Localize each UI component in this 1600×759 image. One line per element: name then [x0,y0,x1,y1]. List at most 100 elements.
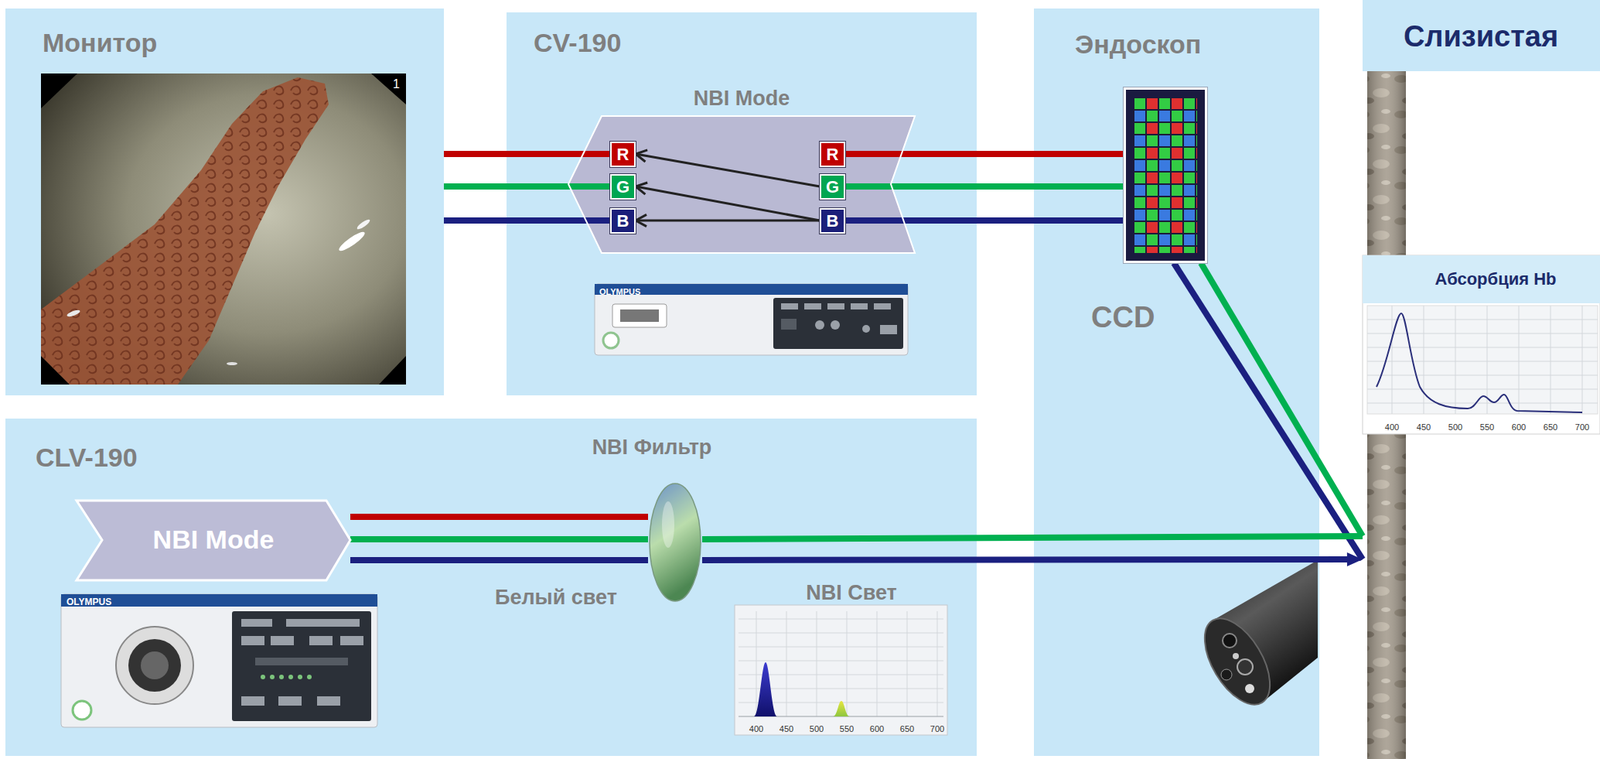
connector [635,214,820,226]
axis-tick: 400 [749,723,764,734]
text-holder: Слизистая [1403,20,1559,55]
connector-line [635,186,820,221]
connector [635,150,820,187]
connector-line [635,153,820,187]
connector-line [635,219,820,222]
monitor-panel: Монитор [5,8,444,396]
text-holder: NBI Свет [805,580,898,605]
mucosa-strip [1367,71,1406,256]
text-holder: 400 [749,720,764,735]
text-holder: 550 [1480,419,1495,434]
axis-tick: 600 [869,723,884,734]
channel-box: G [610,173,636,200]
mucosa-panel: СлизистаяАбсорбция Hb [1362,0,1600,759]
text-holder: CLV-190 [35,442,138,473]
connector-line [350,513,649,520]
text-holder: 650 [1543,419,1558,434]
node-text: NBI Свет [805,580,898,605]
connector-line [702,535,1363,540]
connector [702,535,1363,540]
connector [350,539,649,540]
text-holder: 700 [930,720,945,735]
connector-line [443,150,611,157]
text-holder: G [611,175,635,198]
text-holder: B [821,209,844,232]
block-outline-shape [568,115,915,253]
node-text: NBI Mode [693,86,791,111]
text-holder: NBI Фильтр [592,435,713,460]
text-holder: B [611,209,635,232]
lens-shape [648,481,703,603]
axis-tick: 650 [900,723,915,734]
text-holder: 1 [392,77,400,92]
channel-box: R [610,141,636,168]
processor-panel: CV-190NBI ModeRGBRGB [506,12,977,396]
connector-line [845,150,1124,157]
text-holder: CCD [1091,300,1155,335]
node-text: Абсорбция Hb [1435,269,1557,289]
ccd-frame [1125,89,1205,261]
axis-tick: 700 [930,723,945,734]
panel-ground [1033,8,1320,756]
nbi-spectrum-art [734,604,948,735]
lens-highlight [661,501,675,548]
text-holder: 450 [779,720,794,735]
light-source-device [61,593,378,727]
axis-tick: 600 [1511,422,1526,433]
node-text: NBI Mode [153,524,275,555]
ccd-sensor: CCD [1123,87,1208,263]
brand-text: OLYMPUS [66,597,112,608]
connector-line [443,183,611,190]
frame-number: 1 [392,77,400,92]
absorption-chart: Абсорбция Hb [1362,255,1600,434]
channel-box: G [819,173,846,200]
nbi-mode-block: NBI Mode [76,500,351,580]
node-text: CLV-190 [35,442,138,473]
text-holder: Монитор [42,27,157,58]
text-holder: 600 [1511,419,1526,434]
mucosa-strip [1367,433,1406,759]
panel-ground [506,12,977,396]
node-text: NBI Фильтр [592,435,713,460]
node-text: Эндоскоп [1074,29,1201,60]
text-holder: NBI Mode [153,524,275,555]
panel-ground [5,418,977,756]
processor-device [594,283,908,355]
text-holder: OLYMPUS [599,283,641,298]
text-holder: CV-190 [533,27,621,58]
connector-line [1200,262,1363,536]
connector-line [350,556,649,563]
nbi-filter: NBI Фильтр [648,481,703,603]
header-band [1362,0,1600,72]
axis-tick: 450 [1416,422,1431,433]
endoscope-tip [1191,559,1318,716]
node-text: Слизистая [1403,20,1559,55]
node-text: CCD [1091,300,1155,335]
connector [1173,262,1363,560]
connector [443,153,611,155]
channel-box: R [819,141,846,168]
text-holder: R [611,143,635,166]
text-holder: NBI Mode [693,86,791,111]
mucosa-shade [1367,433,1406,759]
text-holder: 600 [869,720,884,735]
ccd-mosaic [1133,97,1198,253]
lens-body [649,483,701,601]
connector-line [1173,262,1363,560]
channel-box: B [610,208,636,234]
axis-tick: 650 [1543,422,1558,433]
connector-line [845,217,1124,224]
spectrum-chart: NBI Свет [734,604,948,735]
absorption-chart-art [1362,255,1600,434]
connector [845,153,1124,155]
axis-tick: 450 [779,723,794,734]
text-holder: 500 [1448,419,1463,434]
text-holder: 700 [1575,419,1590,434]
node-text: R [826,144,840,164]
axis-tick: 500 [809,723,824,734]
axis-tick: 550 [1480,422,1495,433]
brand-text: OLYMPUS [599,286,641,297]
node-text: G [616,177,630,197]
